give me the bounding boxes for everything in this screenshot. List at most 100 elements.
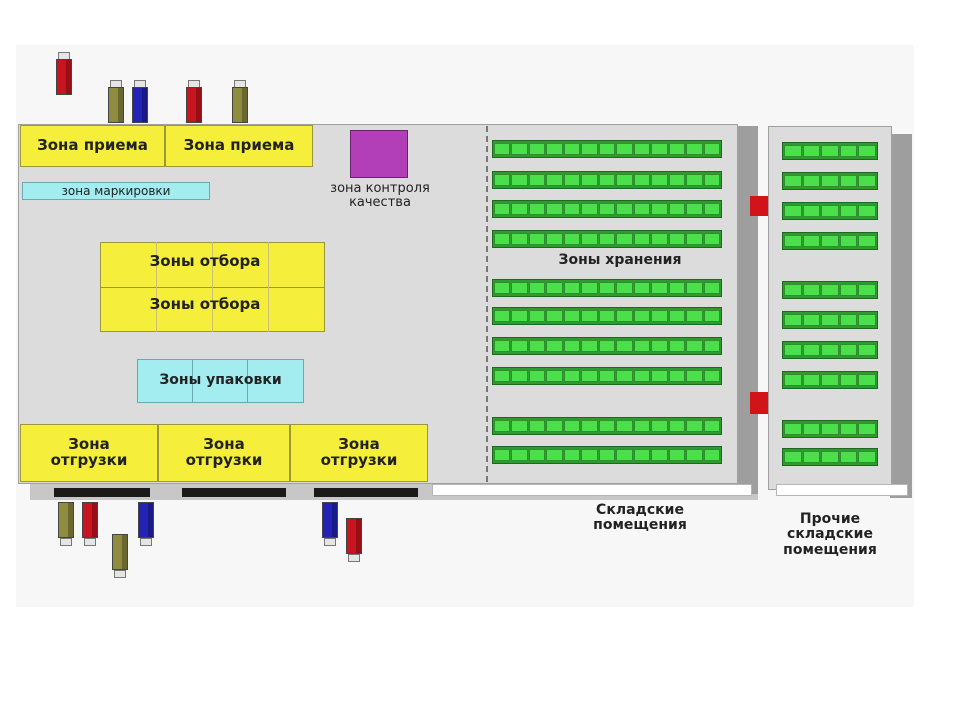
rack-cell xyxy=(686,310,703,322)
shipping-zone-2-label: Зона отгрузки xyxy=(185,435,263,469)
rack-cell xyxy=(784,205,802,217)
storage-rack-secondary-1 xyxy=(782,142,878,160)
truck-shade xyxy=(242,88,247,122)
truck-body xyxy=(346,518,362,554)
rack-cell xyxy=(839,145,858,157)
storage-rack-main-1 xyxy=(492,140,722,158)
packing-divider-2 xyxy=(247,359,248,403)
rack-cell xyxy=(633,449,651,461)
rack-cell xyxy=(633,174,651,186)
rack-cell xyxy=(528,282,546,294)
rack-cell xyxy=(802,205,821,217)
rack-cell xyxy=(546,143,563,155)
rack-cell xyxy=(511,449,528,461)
rack-cell xyxy=(511,340,528,352)
rack-cell xyxy=(563,370,581,382)
shipping-zone-1-label: Зона отгрузки xyxy=(50,435,128,469)
rack-cell xyxy=(802,175,821,187)
truck-top-3 xyxy=(132,80,148,124)
rack-cell xyxy=(511,174,528,186)
storage-rack-main-10 xyxy=(492,446,722,464)
rack-cell xyxy=(563,310,581,322)
rack-cell xyxy=(821,451,839,463)
rack-cell xyxy=(686,449,703,461)
quality-control-box xyxy=(350,130,408,178)
storage-rack-main-4 xyxy=(492,230,722,248)
rack-cell xyxy=(616,310,633,322)
truck-bottom-5 xyxy=(322,502,338,546)
rack-cell xyxy=(668,174,686,186)
rack-cell xyxy=(802,374,821,386)
rack-cell xyxy=(839,374,858,386)
truck-shade xyxy=(142,88,147,122)
truck-body xyxy=(82,502,98,538)
rack-cell xyxy=(839,235,858,247)
rack-cell xyxy=(703,340,721,352)
rack-cell xyxy=(511,143,528,155)
rack-cell xyxy=(511,420,528,432)
secondary-building-side xyxy=(890,134,912,498)
rack-cell xyxy=(839,344,858,356)
rack-cell xyxy=(528,370,546,382)
rack-cell xyxy=(858,284,876,296)
rack-cell xyxy=(821,284,839,296)
rack-cell xyxy=(784,423,802,435)
rack-cell xyxy=(821,145,839,157)
rack-cell xyxy=(703,174,721,186)
rack-cell xyxy=(633,310,651,322)
truck-body xyxy=(56,59,72,95)
reception-zone-right-label: Зона приема xyxy=(183,136,295,155)
rack-cell xyxy=(598,143,616,155)
truck-bottom-3 xyxy=(112,534,128,578)
dock-strip-3 xyxy=(314,488,418,497)
rack-cell xyxy=(494,449,511,461)
rack-cell xyxy=(686,203,703,215)
rack-cell xyxy=(528,449,546,461)
storage-rack-secondary-3 xyxy=(782,202,878,220)
rack-cell xyxy=(703,370,721,382)
rack-cell xyxy=(784,374,802,386)
rack-cell xyxy=(494,233,511,245)
rack-cell xyxy=(839,284,858,296)
rack-cell xyxy=(668,203,686,215)
rack-cell xyxy=(494,282,511,294)
rack-cell xyxy=(686,370,703,382)
rack-cell xyxy=(511,370,528,382)
marking-zone: зона маркировки xyxy=(22,182,210,200)
rack-cell xyxy=(528,233,546,245)
truck-bottom-1 xyxy=(58,502,74,546)
rack-cell xyxy=(651,370,668,382)
dock-ledge xyxy=(432,484,752,496)
storage-rack-main-9 xyxy=(492,417,722,435)
shipping-zone-2: Зона отгрузки xyxy=(158,424,290,482)
rack-cell xyxy=(668,340,686,352)
dock-strip-1 xyxy=(54,488,150,497)
truck-top-4 xyxy=(186,80,202,124)
storage-rack-secondary-8 xyxy=(782,371,878,389)
rack-cell xyxy=(821,235,839,247)
rack-cell xyxy=(563,143,581,155)
rack-cell xyxy=(802,235,821,247)
rack-cell xyxy=(546,310,563,322)
rack-cell xyxy=(494,310,511,322)
rack-cell xyxy=(546,174,563,186)
rack-cell xyxy=(581,310,598,322)
quality-control-label: зона контроля качества xyxy=(330,181,430,211)
rack-cell xyxy=(598,203,616,215)
rack-cell xyxy=(802,344,821,356)
rack-cell xyxy=(703,233,721,245)
rack-cell xyxy=(581,143,598,155)
truck-body xyxy=(186,87,202,123)
rack-cell xyxy=(651,203,668,215)
rack-cell xyxy=(821,374,839,386)
rack-cell xyxy=(686,174,703,186)
rack-cell xyxy=(581,282,598,294)
truck-cab xyxy=(60,538,72,546)
truck-body xyxy=(132,87,148,123)
truck-shade xyxy=(122,535,127,569)
rack-cell xyxy=(821,423,839,435)
shipping-zone-3: Зона отгрузки xyxy=(290,424,428,482)
rack-cell xyxy=(858,175,876,187)
truck-top-2 xyxy=(108,80,124,124)
rack-cell xyxy=(651,310,668,322)
